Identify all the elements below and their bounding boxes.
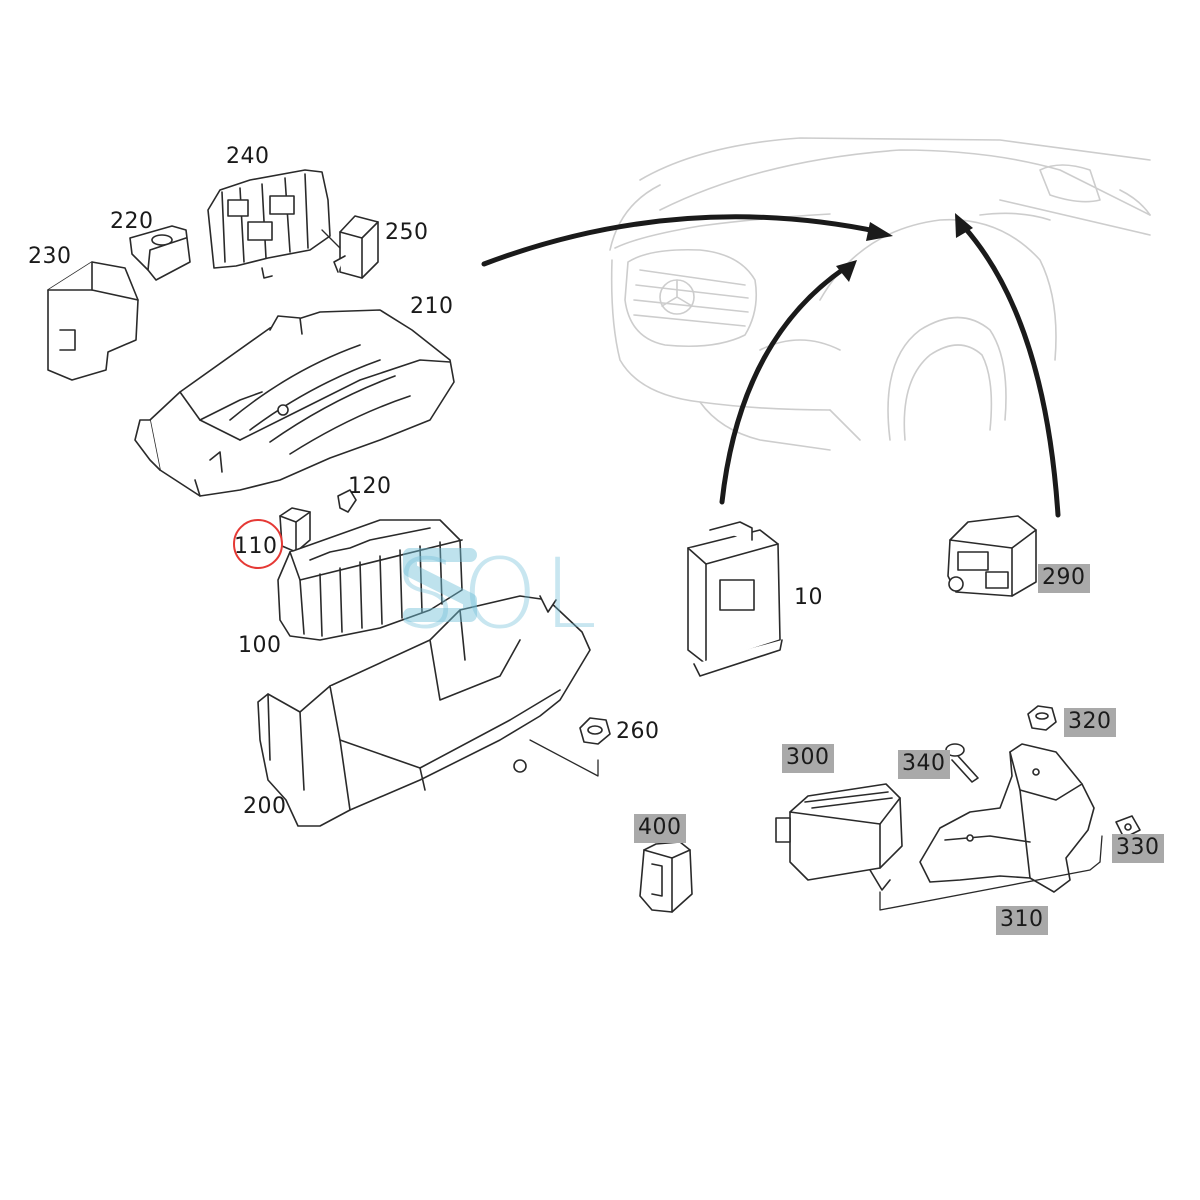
part-300-box [775,783,903,891]
label-240: 240 [226,144,270,169]
car-outline [609,137,1151,451]
part-310-bracket [919,743,1095,893]
label-110: 110 [234,534,278,559]
label-320: 320 [1064,708,1116,737]
part-330-clip [1115,815,1141,839]
leader-lines [321,229,1103,911]
part-200-housing [257,595,591,827]
watermark-text: SOL [395,538,603,650]
label-290: 290 [1038,564,1090,593]
part-260-nut [579,717,611,745]
part-400-connector [639,841,693,913]
part-340-bolt [945,743,979,783]
part-240-bracket [207,169,331,279]
part-250-relay [333,215,379,279]
label-210: 210 [410,294,454,319]
part-220-cap [129,225,191,281]
arrow-heads [836,213,973,282]
part-10-ecu [687,521,783,677]
part-drawings [47,169,1141,913]
label-300: 300 [782,744,834,773]
part-210-cover [134,309,455,497]
part-290-module [947,515,1037,597]
label-220: 220 [110,209,154,234]
label-340: 340 [898,750,950,779]
watermark-mark [403,548,477,622]
label-230: 230 [28,244,72,269]
label-200: 200 [243,794,287,819]
highlight-circle-110 [233,519,283,569]
label-260: 260 [616,719,660,744]
label-310: 310 [996,906,1048,935]
label-100: 100 [238,633,282,658]
label-330: 330 [1112,834,1164,863]
label-250: 250 [385,220,429,245]
label-10: 10 [794,585,823,610]
label-400: 400 [634,814,686,843]
part-320-nut [1027,705,1057,731]
part-110-relay [279,507,311,553]
part-100-fusebox [277,519,463,641]
part-120-clip [337,489,357,513]
location-arrows [481,214,1061,518]
label-120: 120 [348,474,392,499]
part-230-cover [47,261,139,381]
